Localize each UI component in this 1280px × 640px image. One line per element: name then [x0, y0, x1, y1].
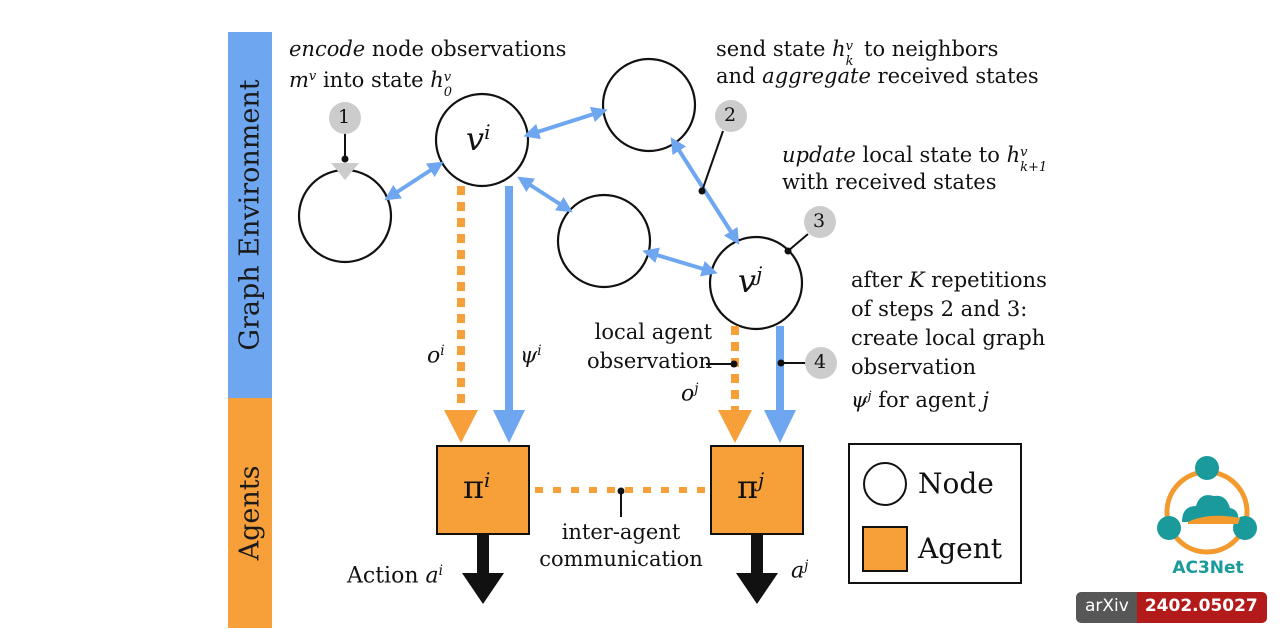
action-i-label: Action ai	[347, 563, 443, 589]
edge-middle-vj	[642, 247, 718, 277]
legend-agent-swatch	[862, 526, 908, 572]
action-j-label: aj	[791, 558, 809, 584]
step1-dot	[341, 155, 349, 163]
node-vj	[708, 235, 804, 331]
node-left	[297, 168, 393, 264]
action-arrowhead-i	[462, 573, 504, 604]
annotation-after: after K repetitions of steps 2 and 3: cr…	[851, 268, 1047, 413]
node-top	[601, 57, 697, 153]
edge-left-vi	[384, 161, 444, 201]
edge-vi-middle	[517, 176, 573, 213]
annotation-encode: encode node observations mv into state h…	[289, 37, 567, 100]
legend-agent-label: Agent	[918, 532, 1002, 565]
annotation-local-obs: local agent observation	[587, 320, 713, 373]
arrowhead-psij	[764, 410, 796, 443]
step4-badge	[805, 347, 837, 379]
step2-leader	[701, 130, 724, 192]
node-vi-label: vi	[466, 120, 491, 158]
arrowhead-oi	[444, 410, 478, 443]
step3-number: 3	[813, 210, 826, 232]
edge-vi-top	[523, 106, 608, 140]
edge-label-psii: ψi	[520, 343, 542, 369]
arrowhead-psii	[493, 410, 525, 443]
step1-badge	[329, 102, 361, 134]
inter-agent-dot	[617, 487, 625, 495]
arxiv-badge[interactable]: arXiv 2402.05027	[1076, 592, 1267, 623]
edge-label-oi: oi	[427, 343, 445, 369]
ac3net-logo-mark	[1157, 456, 1257, 555]
step3-leader	[787, 233, 809, 252]
legend-node-label: Node	[918, 467, 994, 500]
legend-node-swatch	[863, 462, 907, 506]
ac3net-logo-text: AC3Net	[1172, 558, 1244, 578]
local-obs-dot	[730, 360, 738, 368]
node-middle	[556, 193, 652, 289]
node-vj-label: vj	[738, 262, 763, 300]
arxiv-badge-source: arXiv	[1076, 592, 1137, 623]
step1-pointer	[331, 163, 359, 180]
agent-i-box	[436, 445, 530, 535]
annotation-inter-agent: inter-agent communication	[539, 520, 703, 571]
step3-badge	[804, 206, 836, 238]
step2-number: 2	[724, 104, 737, 126]
agent-i-label: πi	[463, 468, 491, 506]
node-vi	[434, 92, 530, 188]
agents-band: Agents	[228, 398, 272, 628]
agent-j-label: πj	[737, 468, 765, 506]
ac3net-logo: AC3Net	[1148, 452, 1268, 592]
environment-band: Graph Environment	[228, 32, 272, 398]
step4-dot	[777, 359, 785, 367]
edge-label-oj: oj	[681, 381, 699, 407]
action-arrowhead-j	[736, 573, 778, 604]
step1-number: 1	[338, 106, 351, 128]
step2-dot	[698, 187, 706, 195]
step2-badge	[715, 100, 747, 132]
arxiv-badge-id: 2402.05027	[1136, 592, 1267, 623]
step4-number: 4	[814, 351, 827, 373]
arrowhead-oj	[718, 410, 752, 443]
agent-j-box	[710, 445, 804, 535]
step3-dot	[784, 247, 792, 255]
